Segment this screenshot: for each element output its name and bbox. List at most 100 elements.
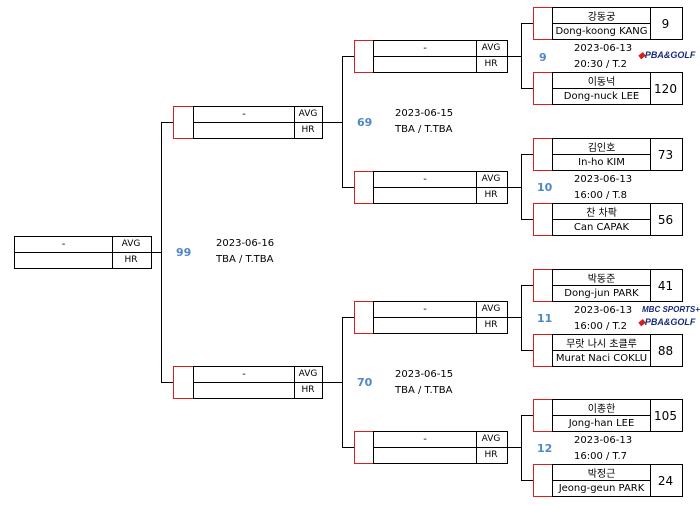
m10-time-table: 16:00 / T.8: [574, 190, 628, 201]
semi-top-match-info: 2023-06-15 TBA / T.TBA: [395, 106, 453, 138]
final-avg-label: AVG: [111, 237, 151, 253]
qw4-box: - AVG HR: [373, 431, 508, 464]
m9-p1-box: 강동궁 Dong-koong KANG 9: [552, 7, 683, 40]
m10-branch-top: [521, 154, 533, 155]
m9-p2-kor-name: 이동넉: [553, 73, 651, 89]
m12-branch-bottom: [521, 480, 533, 481]
m12-p1-kor-name: 이종한: [553, 400, 651, 416]
semi-top-connector: [323, 122, 343, 123]
m12-branch-top: [521, 415, 533, 416]
qw4-player-eng: [374, 447, 477, 463]
final-hr-label: HR: [124, 255, 138, 266]
m11-p2-box: 무랏 나시 초클루 Murat Naci COKLU 88: [552, 334, 683, 367]
m10-p2-red-bracket: [533, 203, 553, 236]
final-player-name: -: [15, 237, 113, 253]
semi-top-branch-bottom: [342, 187, 354, 188]
final-branch-top: [161, 122, 173, 123]
semi-bottom-hr-label: HR: [301, 385, 315, 396]
semi-bottom-connector: [323, 382, 343, 383]
m9-p2-score: 120: [654, 81, 677, 96]
m10-p1-eng-name: In-ho KIM: [553, 154, 651, 170]
semi-bottom-match-number: 70: [357, 376, 373, 389]
m10-p1-box: 김인호 In-ho KIM 73: [552, 138, 683, 171]
m9-date: 2023-06-13: [574, 43, 633, 54]
m11-p1-kor-name: 박동준: [553, 270, 651, 286]
semi-top-branch-top: [342, 56, 354, 57]
m10-vertical-line: [521, 154, 522, 220]
qw4-hr-label: HR: [484, 450, 498, 461]
qw2-avg-label: AVG: [475, 172, 507, 188]
final-time-table: TBA / T.TBA: [216, 254, 274, 265]
m11-time-table: 16:00 / T.2: [574, 321, 628, 332]
final-match-info: 2023-06-16 TBA / T.TBA: [216, 236, 274, 268]
semi-top-vertical-line: [342, 56, 343, 188]
m9-p2-red-bracket: [533, 72, 553, 105]
qw3-connector: [508, 317, 522, 318]
semi-top-avg-label: AVG: [294, 107, 322, 123]
m12-p1-red-bracket: [533, 399, 553, 432]
m10-match-info: 2023-06-13 16:00 / T.8: [574, 172, 632, 204]
qw1-connector: [508, 56, 522, 57]
m10-p2-score: 56: [657, 212, 674, 227]
qw2-box: - AVG HR: [373, 171, 508, 204]
m9-p2-box: 이동넉 Dong-nuck LEE 120: [552, 72, 683, 105]
semi-top-player-name: -: [194, 107, 295, 123]
m9-time-table: 20:30 / T.2: [574, 59, 628, 70]
m11-vertical-line: [521, 285, 522, 351]
final-connector: [152, 252, 162, 253]
qw3-player-eng: [374, 317, 477, 333]
qw4-avg-label: AVG: [475, 432, 507, 448]
m12-match-info: 2023-06-13 16:00 / T.7: [574, 433, 632, 465]
m11-p2-score: 88: [657, 343, 674, 358]
m12-p1-eng-name: Jong-han LEE: [553, 415, 651, 431]
m11-p2-eng-name: Murat Naci COKLU: [553, 350, 651, 366]
m9-p1-kor-name: 강동궁: [553, 8, 651, 24]
m9-p1-score: 9: [661, 16, 670, 31]
semi-bottom-red-bracket: [173, 366, 193, 399]
m10-p1-score: 73: [657, 147, 674, 162]
mbc-sports-logo-icon: MBC SPORTS+: [642, 305, 700, 314]
final-vertical-line: [161, 122, 162, 383]
m12-p1-box: 이종한 Jong-han LEE 105: [552, 399, 683, 432]
qw3-hr-label: HR: [484, 320, 498, 331]
semi-bottom-box: - AVG HR: [193, 366, 323, 399]
m9-p1-red-bracket: [533, 7, 553, 40]
semi-bottom-player-eng: [194, 382, 295, 398]
final-date: 2023-06-16: [216, 238, 275, 249]
m11-match-info: 2023-06-13 16:00 / T.2: [574, 303, 632, 335]
m11-branch-top: [521, 285, 533, 286]
pba-golf-logo-icon: ◆PBA&GOLF: [638, 50, 696, 60]
semi-bottom-player-name: -: [194, 367, 295, 383]
m11-p1-eng-name: Dong-jun PARK: [553, 285, 651, 301]
semi-top-red-bracket: [173, 106, 193, 139]
qw3-player-name: -: [374, 302, 477, 318]
qw1-player-eng: [374, 56, 477, 72]
m9-match-info: 2023-06-13 20:30 / T.2: [574, 41, 632, 73]
m9-branch-top: [521, 23, 533, 24]
m12-time-table: 16:00 / T.7: [574, 451, 628, 462]
m11-p1-box: 박동준 Dong-jun PARK 41: [552, 269, 683, 302]
m10-p2-box: 찬 차팍 Can CAPAK 56: [552, 203, 683, 236]
final-box: - AVG HR: [14, 236, 152, 269]
m10-date: 2023-06-13: [574, 174, 633, 185]
final-match-number: 99: [176, 246, 192, 259]
qw3-red-bracket: [354, 301, 374, 334]
m12-p1-score: 105: [654, 408, 677, 423]
m12-vertical-line: [521, 415, 522, 481]
semi-bottom-branch-bottom: [342, 447, 354, 448]
qw4-connector: [508, 447, 522, 448]
m10-p1-kor-name: 김인호: [553, 139, 651, 155]
pba-golf-logo-icon-2: ◆PBA&GOLF: [638, 317, 696, 327]
m11-date: 2023-06-13: [574, 305, 633, 316]
m10-branch-bottom: [521, 219, 533, 220]
m12-date: 2023-06-13: [574, 435, 633, 446]
semi-bottom-date: 2023-06-15: [395, 369, 454, 380]
m11-match-number: 11: [537, 312, 553, 325]
m9-vertical-line: [521, 23, 522, 89]
qw1-hr-label: HR: [484, 59, 498, 70]
m11-p1-score: 41: [657, 278, 674, 293]
m9-p2-eng-name: Dong-nuck LEE: [553, 88, 651, 104]
m9-branch-bottom: [521, 88, 533, 89]
qw1-avg-label: AVG: [475, 41, 507, 57]
m12-p2-eng-name: Jeong-geun PARK: [553, 480, 651, 496]
